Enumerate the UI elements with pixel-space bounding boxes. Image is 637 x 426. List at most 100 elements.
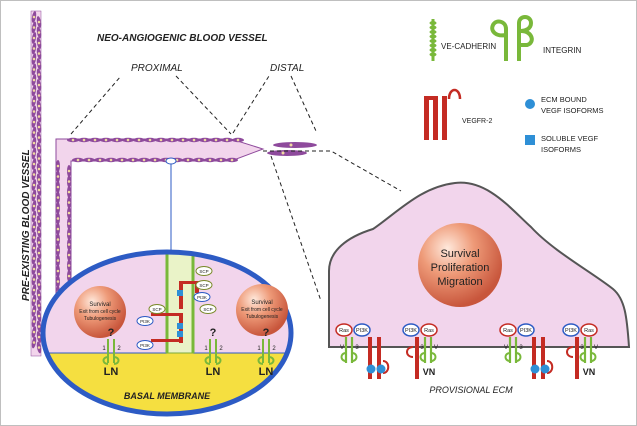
svg-text:PI3K: PI3K [140, 343, 150, 348]
endothelial-cell [36, 257, 42, 270]
endothelial-cell [36, 47, 42, 60]
legend: VE-CADHERIN INTEGRIN VEGFR-2 ECM BOUND V… [424, 15, 604, 154]
tip-cell [273, 142, 317, 148]
nucleus-text: Survival [89, 302, 110, 308]
endothelial-cell [31, 200, 37, 212]
endothelial-cell [36, 236, 42, 249]
endothelial-cell [204, 157, 216, 163]
soluble-vegf [177, 331, 183, 337]
integrin-subunit-label: V [340, 345, 344, 351]
endothelial-cell [149, 157, 161, 163]
svg-text:PI3K: PI3K [140, 319, 150, 324]
endothelial-cell [31, 42, 37, 55]
junction-marker [165, 157, 177, 165]
endothelial-cell [31, 105, 37, 118]
endothelial-cell [36, 247, 42, 259]
endothelial-cell [36, 320, 42, 333]
endothelial-cell [31, 231, 37, 244]
endothelial-cell [36, 215, 42, 228]
endothelial-cell [31, 168, 37, 181]
endothelial-cell [210, 137, 222, 143]
endothelial-cell [56, 233, 60, 246]
endothelial-cell [232, 137, 244, 143]
endothelial-cell [36, 131, 42, 144]
endothelial-cell [111, 137, 123, 143]
endothelial-cell [36, 173, 42, 186]
endothelial-cell [31, 32, 37, 44]
endothelial-cell [36, 16, 42, 28]
endothelial-cell [31, 294, 37, 307]
nucleus-text: Exit from cell cycle [241, 307, 283, 313]
integrin-subunit-label: 2 [219, 346, 223, 352]
laminin-label: LN [104, 366, 119, 378]
stable-vessel-panel: SCP SCP SCP PI3K SCP PI3K PI3K Survival … [40, 249, 294, 417]
endothelial-cell [127, 157, 139, 163]
ve-cadherin-icon [429, 19, 437, 61]
endothelial-cell [56, 191, 60, 204]
nucleus-text: Survival [251, 300, 272, 306]
nucleus-right [236, 284, 288, 336]
nucleus-text: Survival [440, 248, 479, 260]
integrin-subunit-label: V [434, 345, 438, 351]
endothelial-cell [36, 58, 42, 70]
endothelial-cell [67, 228, 71, 240]
endothelial-cell [31, 315, 37, 328]
endothelial-cell [67, 196, 71, 209]
adaptor-label: Ras [584, 328, 594, 334]
endothelial-cell [31, 137, 37, 149]
endothelial-cell [36, 289, 42, 301]
endothelial-cell [226, 157, 238, 163]
integrin-subunit-label: 1 [102, 346, 106, 352]
endothelial-cell [155, 137, 167, 143]
ve-cadherin-label: VE-CADHERIN [441, 42, 496, 51]
endothelial-cell [67, 259, 71, 272]
soluble-vegf [177, 323, 183, 329]
endothelial-cell [67, 186, 71, 198]
svg-text:SCP: SCP [203, 307, 212, 312]
endothelial-cell [36, 26, 42, 39]
endothelial-cell [72, 157, 84, 163]
endothelial-cell [31, 116, 37, 128]
nucleus-left [74, 286, 126, 338]
provisional-ecm-label: PROVISIONAL ECM [429, 385, 513, 395]
endothelial-cell [31, 21, 37, 34]
nucleus-text: Tubulogenesis [84, 316, 117, 322]
adaptor-label: PI3K [520, 328, 532, 334]
tip-cell-nucleus [418, 223, 502, 307]
endothelial-cell [221, 137, 233, 143]
proximal-label: PROXIMAL [131, 63, 183, 74]
pointer-lines [70, 75, 402, 302]
endothelial-cell [31, 242, 37, 254]
adaptor-label: PI3K [356, 328, 368, 334]
endothelial-cell [177, 137, 189, 143]
endothelial-cell [36, 331, 42, 343]
endothelial-cell [83, 157, 95, 163]
integrin-subunit-label: 1 [204, 346, 208, 352]
endothelial-cell [31, 95, 37, 107]
vegfr2-label: VEGFR-2 [462, 118, 492, 125]
endothelial-cell [215, 157, 227, 163]
endothelial-cell [36, 163, 42, 175]
endothelial-cell [56, 223, 60, 235]
endothelial-cell [31, 273, 37, 286]
nucleus-text: Exit from cell cycle [79, 309, 121, 315]
endothelial-cell [56, 160, 60, 172]
ecm-bound-label-1: ECM BOUND [541, 95, 587, 104]
preexisting-label: PRE-EXISTING BLOOD VESSEL [21, 149, 32, 301]
integrin-subunit-label: 3 [519, 345, 523, 351]
vitronectin-label: VN [583, 367, 596, 377]
endothelial-cell [31, 326, 37, 338]
endothelial-cell [89, 137, 101, 143]
svg-text:SCP: SCP [199, 269, 208, 274]
preexisting-vessel [30, 10, 42, 357]
endothelial-cell [31, 53, 37, 65]
endothelial-cell [67, 165, 71, 177]
vitronectin-label: VN [423, 367, 436, 377]
